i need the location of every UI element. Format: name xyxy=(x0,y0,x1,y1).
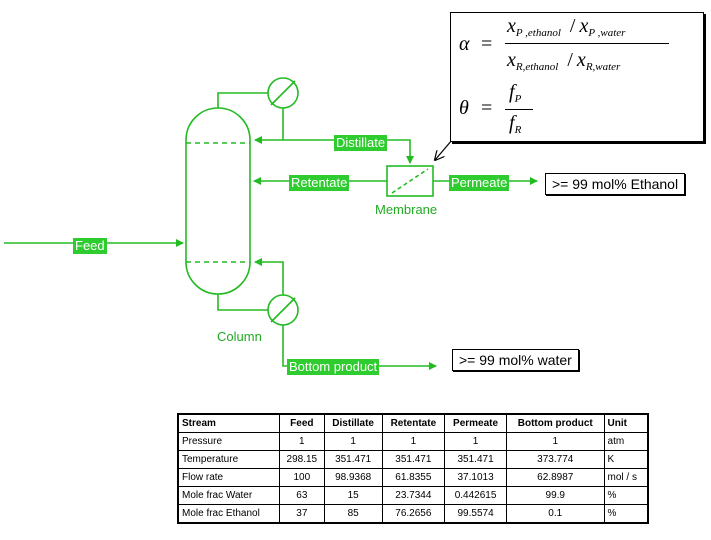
table-cell: % xyxy=(603,504,649,524)
table-header-row: Stream Feed Distillate Retentate Permeat… xyxy=(177,413,649,433)
table-header: Stream xyxy=(177,413,280,433)
table-cell: Mole frac Ethanol xyxy=(177,504,280,524)
table-cell: 37 xyxy=(278,504,325,524)
table-cell: 99.9 xyxy=(506,486,605,505)
table-cell: 298.15 xyxy=(278,450,325,469)
table-cell: 373.774 xyxy=(506,450,605,469)
membrane-label: Membrane xyxy=(375,202,438,217)
table-cell: 351.471 xyxy=(381,450,446,469)
table-header: Permeate xyxy=(444,413,507,433)
table-cell: 85 xyxy=(323,504,383,524)
theta-denominator: fR xyxy=(509,112,522,136)
table-cell: atm xyxy=(603,432,649,451)
table-cell: Mole frac Water xyxy=(177,486,280,505)
permeate-label: Permeate xyxy=(449,175,510,191)
alpha-fraction-bar xyxy=(505,43,669,44)
table-cell: 76.2656 xyxy=(381,504,446,524)
table-cell: 62.8987 xyxy=(506,468,605,487)
table-header: Unit xyxy=(603,413,649,433)
table-cell: 100 xyxy=(278,468,325,487)
water-spec-box: >= 99 mol% water xyxy=(452,349,579,371)
ethanol-spec-box: >= 99 mol% Ethanol xyxy=(545,173,686,195)
alpha-equals: = xyxy=(481,33,493,55)
table-cell: 0.442615 xyxy=(444,486,507,505)
table-header: Retentate xyxy=(381,413,446,433)
table-cell: 61.8355 xyxy=(381,468,446,487)
stream-table: Stream Feed Distillate Retentate Permeat… xyxy=(177,413,649,524)
table-cell: 1 xyxy=(278,432,325,451)
table-cell: 1 xyxy=(381,432,446,451)
table-cell: 0.1 xyxy=(506,504,605,524)
table-cell: Temperature xyxy=(177,450,280,469)
table-cell: 37.1013 xyxy=(444,468,507,487)
table-cell: 1 xyxy=(444,432,507,451)
distillation-column xyxy=(185,107,251,295)
table-cell: % xyxy=(603,486,649,505)
theta-equals: = xyxy=(481,97,493,119)
theta-symbol: θ xyxy=(459,97,469,119)
table-header: Bottom product xyxy=(506,413,605,433)
table-cell: 23.7344 xyxy=(381,486,446,505)
formula-box: α = xP ,ethanol /xP ,water xR,ethanol /x… xyxy=(450,12,704,142)
table-cell: Pressure xyxy=(177,432,280,451)
table-cell: 1 xyxy=(506,432,605,451)
feed-label: Feed xyxy=(73,238,107,254)
alpha-symbol: α xyxy=(459,33,470,55)
table-cell: K xyxy=(603,450,649,469)
table-header: Feed xyxy=(278,413,325,433)
alpha-numerator: xP ,ethanol /xP ,water xyxy=(507,15,626,39)
table-cell: 1 xyxy=(323,432,383,451)
table-cell: 99.5574 xyxy=(444,504,507,524)
table-cell: 351.471 xyxy=(323,450,383,469)
table-cell: 98.9368 xyxy=(323,468,383,487)
column-label: Column xyxy=(217,329,262,344)
bottom-product-label: Bottom product xyxy=(287,359,380,375)
table-cell: Flow rate xyxy=(177,468,280,487)
theta-fraction-bar xyxy=(505,109,533,110)
table-cell: 63 xyxy=(278,486,325,505)
alpha-denominator: xR,ethanol /xR,water xyxy=(507,49,621,73)
table-cell: 351.471 xyxy=(444,450,507,469)
theta-numerator: fP xyxy=(509,81,522,105)
table-header: Distillate xyxy=(323,413,383,433)
retentate-label: Retentate xyxy=(289,175,350,191)
table-cell: mol / s xyxy=(603,468,649,487)
distillate-label: Distillate xyxy=(334,135,388,151)
table-cell: 15 xyxy=(323,486,383,505)
